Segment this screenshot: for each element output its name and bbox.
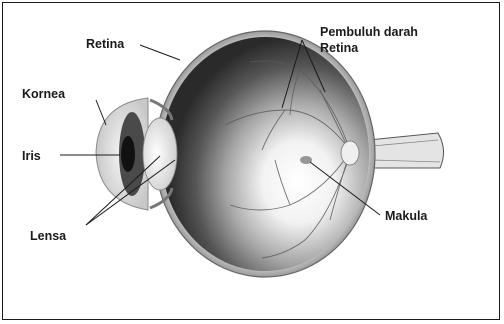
leader-retina — [140, 45, 180, 60]
label-iris: Iris — [22, 149, 41, 163]
optic-nerve — [368, 133, 444, 168]
label-pembuluh-darah-line1: Pembuluh darah — [320, 25, 418, 39]
leader-kornea — [96, 100, 106, 125]
label-makula: Makula — [385, 209, 428, 223]
macula — [300, 156, 312, 164]
label-lensa: Lensa — [30, 229, 67, 243]
label-retina: Retina — [86, 37, 125, 51]
iris — [119, 112, 145, 196]
eyeball — [161, 37, 369, 271]
label-kornea: Kornea — [22, 87, 66, 101]
optic-disc — [341, 141, 359, 165]
label-pembuluh-darah-line2: Retina — [320, 41, 359, 55]
